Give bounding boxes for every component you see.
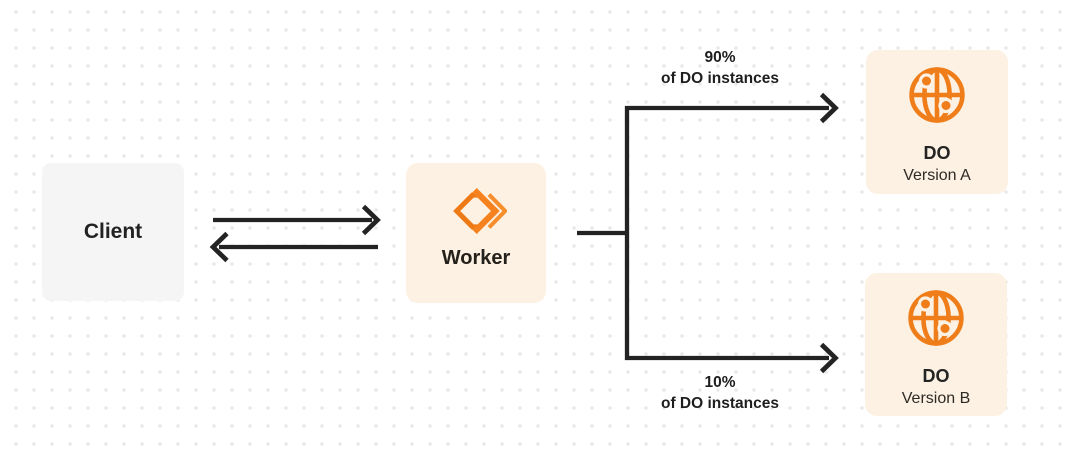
worker-node: Worker [406,163,546,303]
bottom-branch-percent: 10% [704,374,736,391]
client-node: Client [42,163,184,301]
do-a-title: DO [923,143,951,163]
top-branch-label: 90% of DO instances [610,47,830,89]
durable-object-globe-icon [909,67,965,123]
globe-dot [940,324,950,333]
bottom-branch-label: 10% of DO instances [610,372,830,414]
worker-to-client-arrowhead-icon [209,231,229,263]
globe-dot [921,299,930,309]
do-version-b-node: DO Version B [865,273,1007,416]
bottom-branch-caption: of DO instances [661,395,779,412]
do-version-a-node: DO Version A [866,50,1008,194]
client-to-worker-arrowhead-icon [361,204,381,236]
branch-to-do-b-arrowhead-icon [819,342,839,374]
top-branch-caption: of DO instances [661,70,779,87]
workers-chevron-logo-icon [453,188,507,234]
do-a-subtitle: Version A [903,167,971,184]
client-label: Client [83,220,143,243]
durable-object-globe-icon [908,290,964,346]
branch-to-do-a-arrowhead-icon [819,92,839,124]
worker-label: Worker [441,247,511,269]
globe-dot [922,76,931,86]
do-b-title: DO [922,366,950,386]
globe-dot [941,101,951,110]
do-b-subtitle: Version B [901,390,971,407]
top-branch-percent: 90% [704,49,736,66]
branch-to-do-b-line [624,233,829,361]
branch-to-do-a-line [624,105,829,233]
